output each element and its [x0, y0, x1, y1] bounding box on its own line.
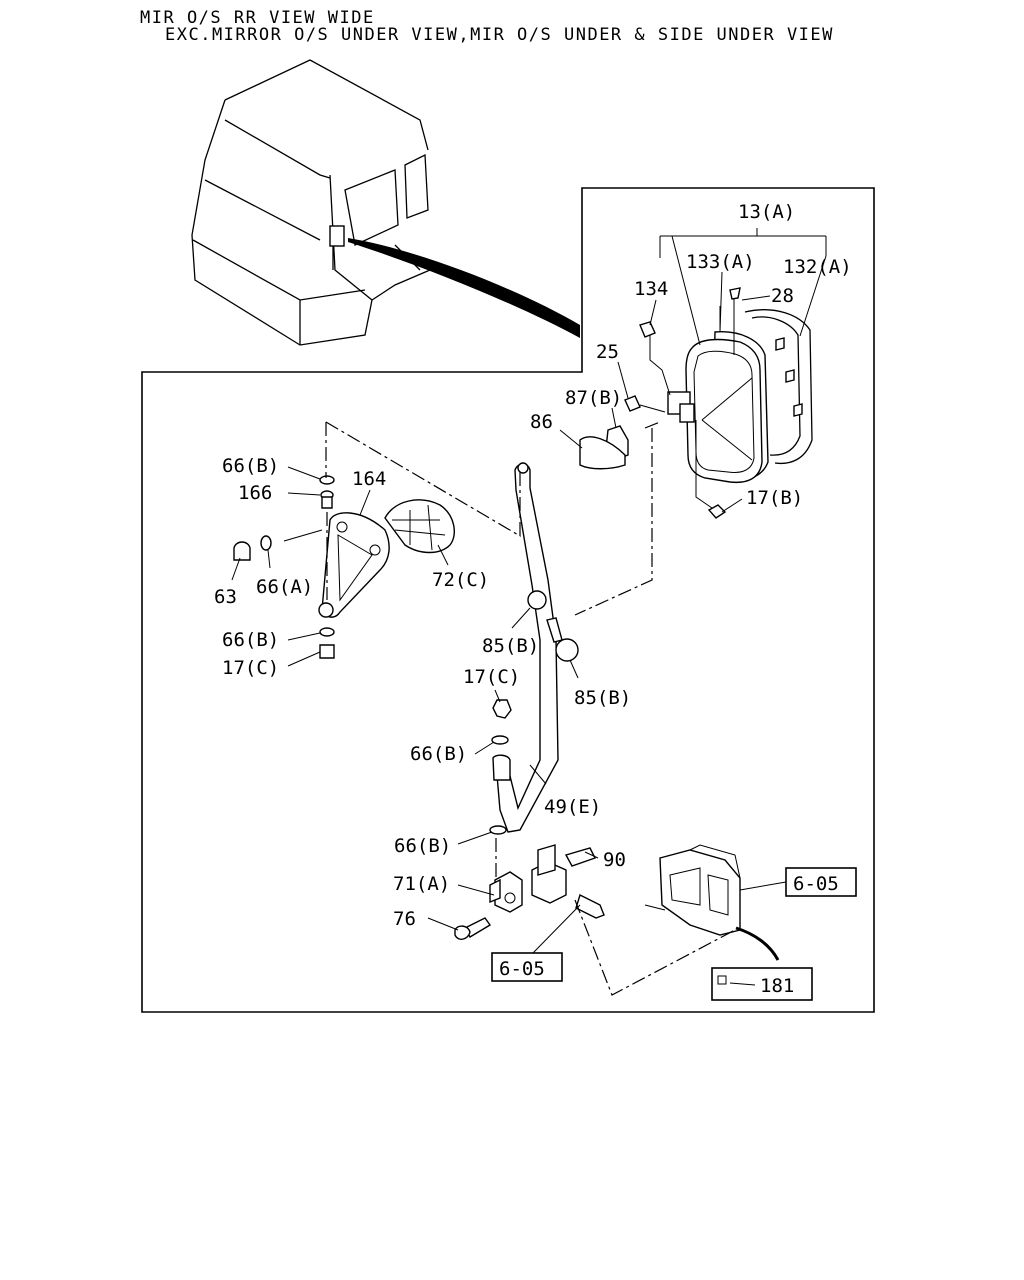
label-86: 86 [530, 411, 553, 433]
leader-lines [231, 228, 827, 996]
label-25: 25 [596, 341, 619, 363]
truck-cab-illustration [191, 59, 580, 346]
label-17c-1: 17(C) [222, 657, 279, 679]
ref-box-605-left[interactable] [491, 952, 563, 982]
label-132a: 132(A) [783, 256, 852, 278]
label-ref-605-right: 6-05 [793, 873, 839, 895]
label-72c: 72(C) [432, 569, 489, 591]
label-90: 90 [603, 849, 626, 871]
label-133a: 133(A) [686, 251, 755, 273]
bracket-assembly [233, 475, 456, 659]
label-85b-1: 85(B) [482, 635, 539, 657]
label-63: 63 [214, 586, 237, 608]
part-labels: 13(A) 133(A) 132(A) 134 28 25 87(B) 86 1… [214, 201, 852, 997]
label-13a: 13(A) [738, 201, 795, 223]
label-17c-2: 17(C) [463, 666, 520, 688]
label-17b: 17(B) [746, 487, 803, 509]
label-66b-1: 66(B) [222, 455, 279, 477]
mirror-assembly [579, 287, 813, 519]
label-134: 134 [634, 278, 668, 300]
detail-frame [141, 187, 875, 1013]
label-66b-3: 66(B) [410, 743, 467, 765]
header-line-2: EXC.MIRROR O/S UNDER VIEW,MIR O/S UNDER … [165, 25, 834, 45]
header-line-1: MIR O/S RR VIEW WIDE [140, 8, 375, 28]
label-87b: 87(B) [565, 387, 622, 409]
label-66a: 66(A) [256, 576, 313, 598]
ref-box-181[interactable] [711, 967, 813, 1001]
label-85b-2: 85(B) [574, 687, 631, 709]
label-28: 28 [771, 285, 794, 307]
label-166: 166 [238, 482, 272, 504]
label-66b-4: 66(B) [394, 835, 451, 857]
mirror-arm-49e [489, 462, 579, 835]
label-49e: 49(E) [544, 796, 601, 818]
label-66b-2: 66(B) [222, 629, 279, 651]
label-181: 181 [760, 975, 794, 997]
lower-bracket-assembly [454, 844, 780, 985]
label-ref-605-left: 6-05 [499, 958, 545, 980]
label-76: 76 [393, 908, 416, 930]
label-71a: 71(A) [393, 873, 450, 895]
label-164: 164 [352, 468, 386, 490]
